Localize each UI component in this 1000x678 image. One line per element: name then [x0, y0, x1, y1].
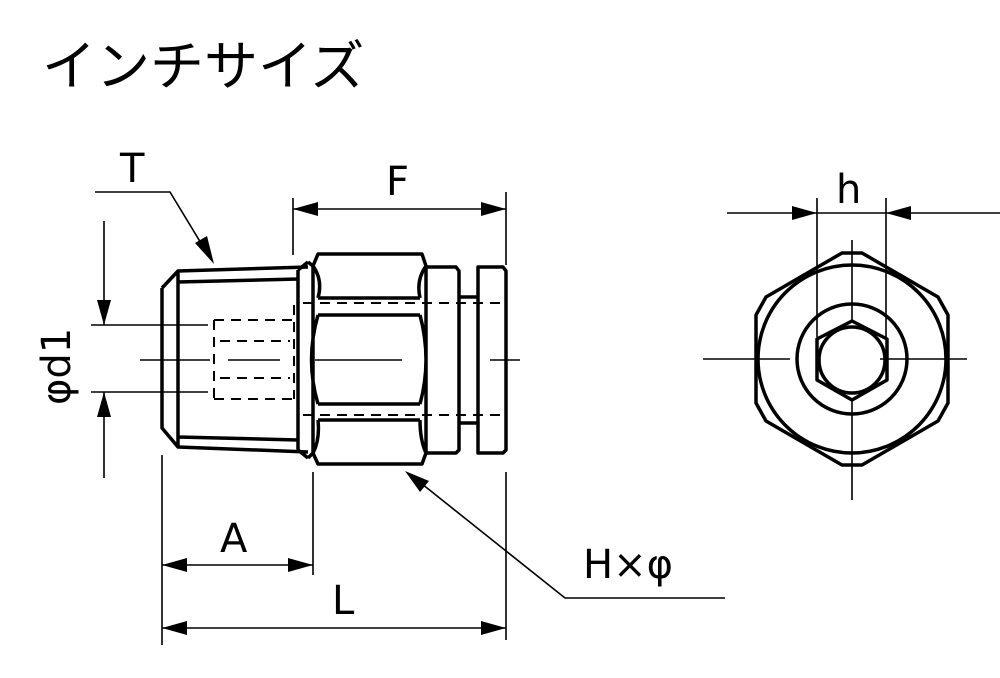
label-F: F: [386, 159, 409, 205]
dimensions: F T φd1 A L H×φ: [34, 146, 725, 645]
label-T: T: [119, 146, 145, 192]
release-ring: [476, 265, 508, 455]
bore-circle: [817, 325, 887, 395]
end-center-lines: [703, 240, 967, 500]
end-view: h: [703, 167, 1000, 500]
label-h: h: [836, 167, 861, 213]
hex-nut: [306, 252, 428, 466]
inner-hex: [815, 319, 889, 402]
page-title: インチサイズ: [42, 35, 364, 98]
hidden-bore: [213, 302, 506, 416]
label-d1: φd1: [34, 328, 80, 405]
label-L: L: [332, 578, 355, 624]
thread-body: [160, 260, 310, 460]
label-H-phi: H×φ: [583, 542, 673, 588]
label-A: A: [220, 516, 248, 562]
side-view: [140, 252, 520, 466]
neck: [459, 295, 478, 425]
outer-hex: [754, 251, 950, 467]
collar: [426, 265, 461, 455]
